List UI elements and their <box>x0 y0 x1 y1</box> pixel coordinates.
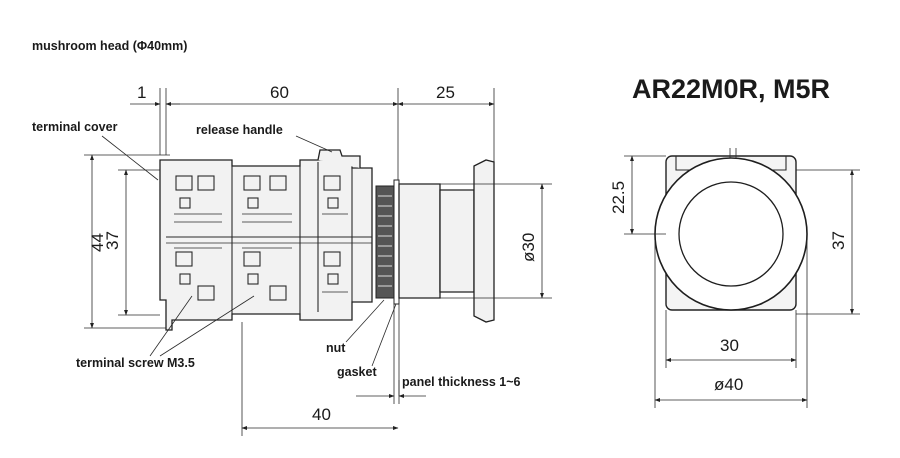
terminal-screw <box>175 175 193 191</box>
operator-stem <box>439 189 475 293</box>
dim-44: 44 <box>88 233 107 252</box>
terminal-screw <box>179 273 191 285</box>
terminal-screw <box>243 175 261 191</box>
label-nut: nut <box>326 341 346 355</box>
release-handle <box>317 149 361 168</box>
terminal-screw <box>247 197 259 209</box>
terminal-screws-lower <box>174 247 348 301</box>
side-view: 1 60 25 44 37 <box>32 83 552 436</box>
leader-line <box>149 295 193 357</box>
dim-60: 60 <box>270 83 289 102</box>
leader-line <box>371 303 397 367</box>
label-release-handle: release handle <box>196 123 283 137</box>
terminal-screw <box>269 285 287 301</box>
leader-line <box>345 299 385 343</box>
terminal-screw <box>243 251 261 267</box>
terminal-screw <box>197 285 215 301</box>
terminal-screw <box>179 197 191 209</box>
terminal-screw <box>323 175 341 191</box>
leader-line <box>101 135 159 181</box>
terminal-screws-upper <box>174 175 348 223</box>
terminal-screw <box>327 197 339 209</box>
terminal-screw <box>247 273 259 285</box>
mushroom-head <box>473 159 495 323</box>
terminal-screw <box>323 251 341 267</box>
terminal-screw <box>197 175 215 191</box>
label-terminal-screw: terminal screw M3.5 <box>76 356 195 370</box>
front-dim-30: 30 <box>720 336 739 355</box>
nut-gasket <box>375 179 400 305</box>
front-dim-37: 37 <box>829 231 848 250</box>
leader-line <box>159 295 255 357</box>
front-view: 22.5 37 30 ø40 <box>609 148 860 408</box>
terminal-screw <box>327 273 339 285</box>
dim-37: 37 <box>103 231 122 250</box>
terminal-screw <box>269 175 287 191</box>
header-note: mushroom head (Φ40mm) <box>32 39 187 53</box>
contact-block-body <box>159 149 373 331</box>
gasket <box>393 179 400 305</box>
front-dim-22-5: 22.5 <box>609 181 628 214</box>
operator-housing <box>398 183 441 299</box>
label-gasket: gasket <box>337 365 377 379</box>
terminal-screw <box>175 251 193 267</box>
dim-40: 40 <box>312 405 331 424</box>
dim-1: 1 <box>137 83 146 102</box>
model-title: AR22M0R, M5R <box>632 74 830 104</box>
front-dim-d40: ø40 <box>714 375 743 394</box>
label-panel-thickness: panel thickness 1~6 <box>402 375 521 389</box>
dim-d30: ø30 <box>519 233 538 262</box>
label-terminal-cover: terminal cover <box>32 120 118 134</box>
dim-25: 25 <box>436 83 455 102</box>
inner-outline <box>678 181 784 287</box>
nut <box>375 185 395 299</box>
leader-line <box>295 135 333 153</box>
